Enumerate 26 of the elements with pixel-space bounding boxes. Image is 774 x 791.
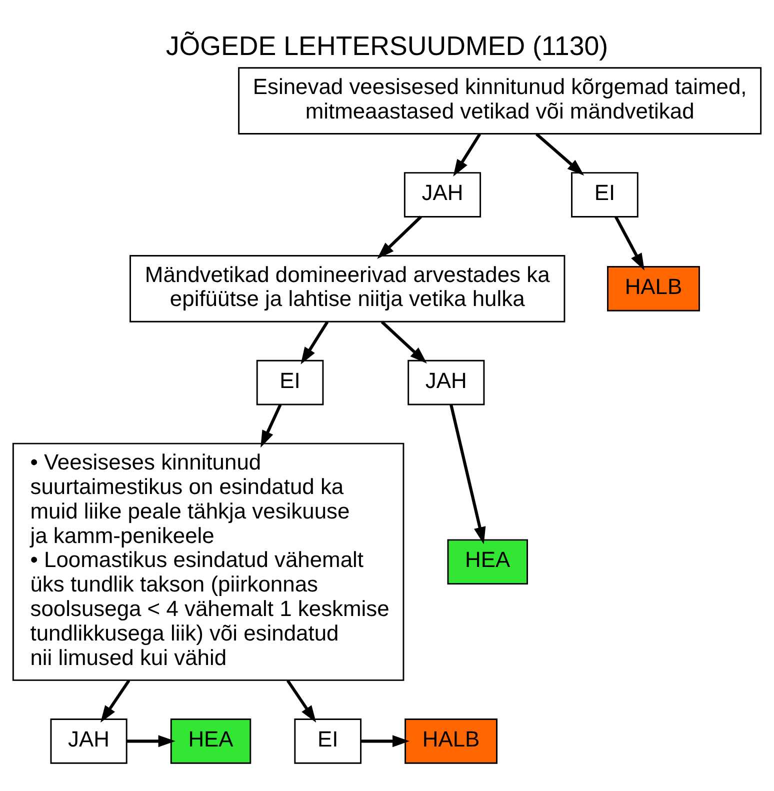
node-box: EI [294,718,362,764]
arrow [453,132,482,176]
arrow [260,404,282,448]
arrow [300,320,329,364]
node-box: JAH [404,172,482,217]
node-box: • Veesiseses kinnitunud suurtaimestikus on esindatud ka muid liike peale tähkja vesikuuse ja kamm-penikeele • Loomastikus esindatud vähemalt üks tundlik takson (piirkonnas soolsusega < 4 vähemalt 1 keskmise tundlikkusega liik) või esindatud nii limused kui vähid [12,442,404,680]
node-box: Mändvetikad domineerivad arvestades ka epifüütse ja lahtise niitja vetika hulka [130,254,566,322]
arrow [361,734,410,747]
node-box: HEA [447,538,528,584]
node-box: JAH [50,718,128,764]
arrow [126,734,176,747]
arrow [536,132,584,176]
node-box: Esinevad veesisesed kinnitunud kõrgemad taimed, mitmeaastased vetikad või mändvetikad [238,66,762,134]
arrow [100,679,130,722]
arrow [450,404,486,544]
node-box: HALB [404,718,498,764]
node-box: HALB [607,265,700,311]
diagram-title: JÕGEDE LEHTERSUUDMED (1130) [166,30,608,61]
node-box: EI [256,359,324,405]
node-box: HEA [170,718,252,764]
arrow [377,215,422,258]
arrow [380,320,427,364]
arrow [286,679,316,722]
arrow [614,216,644,270]
node-box: JAH [408,359,485,405]
node-box: EI [571,172,638,217]
